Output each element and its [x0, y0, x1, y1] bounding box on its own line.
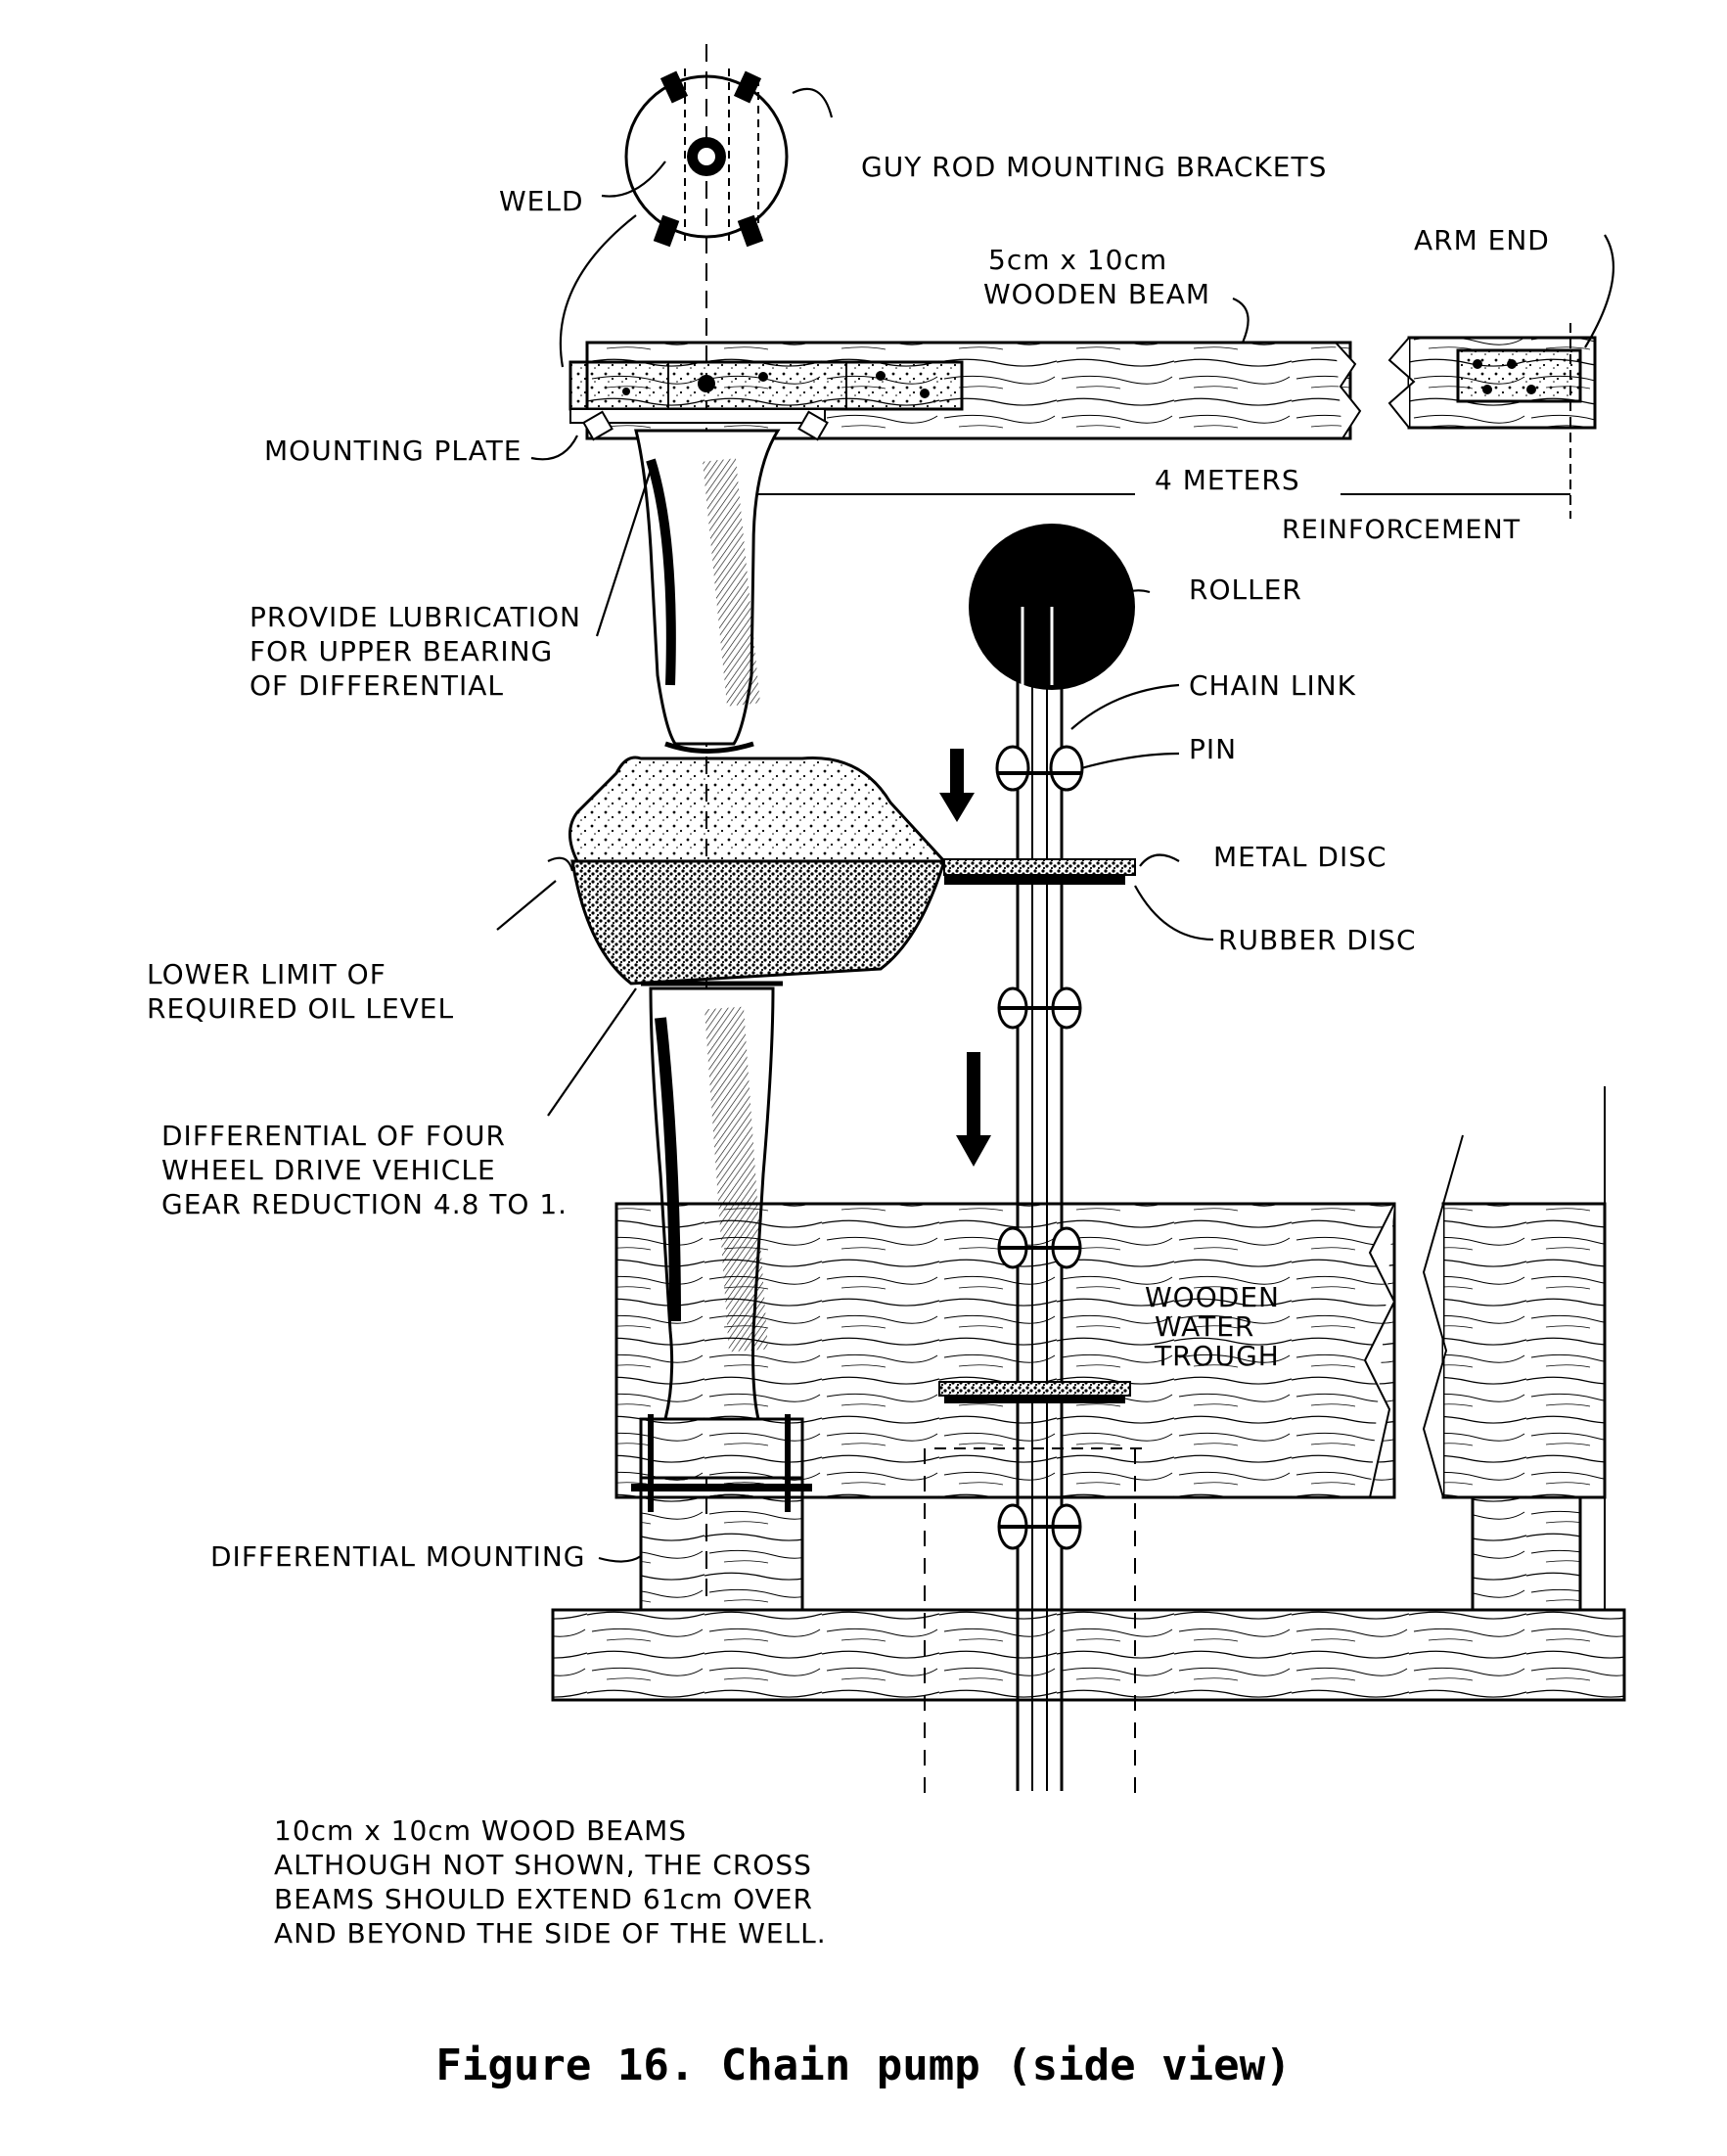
- label-diff-mounting: DIFFERENTIAL MOUNTING: [210, 1540, 585, 1573]
- label-wooden-beam: WOODEN BEAM: [983, 278, 1210, 310]
- label-diff-2: WHEEL DRIVE VEHICLE: [161, 1154, 496, 1186]
- mounting-plate: [568, 360, 964, 441]
- lower-disc: [938, 1381, 1131, 1403]
- arm-end-plate: [1456, 323, 1582, 519]
- downward-arrow-lower: [956, 1052, 991, 1167]
- downward-arrow-upper: [939, 749, 975, 822]
- differential-housing: [568, 756, 948, 986]
- label-trough-3: TROUGH: [1154, 1340, 1280, 1372]
- label-four-meters: 4 METERS: [1155, 464, 1300, 496]
- label-roller: ROLLER: [1189, 573, 1302, 606]
- metal-disc: [943, 858, 1136, 876]
- label-lubrication-2: FOR UPPER BEARING: [250, 635, 553, 667]
- water-trough: [614, 1086, 1607, 1801]
- upper-axle-housing: [634, 429, 781, 754]
- chain-assembly: [995, 597, 1084, 1791]
- label-diff-3: GEAR REDUCTION 4.8 TO 1.: [161, 1188, 568, 1220]
- label-chain-link: CHAIN LINK: [1189, 669, 1356, 702]
- note-line-1: 10cm x 10cm WOOD BEAMS: [274, 1814, 687, 1847]
- label-oil-2: REQUIRED OIL LEVEL: [147, 992, 454, 1025]
- label-rubber-disc: RUBBER DISC: [1218, 924, 1417, 956]
- note-line-4: AND BEYOND THE SIDE OF THE WELL.: [274, 1917, 827, 1950]
- label-lubrication-3: OF DIFFERENTIAL: [250, 669, 504, 702]
- label-diff-1: DIFFERENTIAL OF FOUR: [161, 1120, 506, 1152]
- note-line-2: ALTHOUGH NOT SHOWN, THE CROSS: [274, 1849, 812, 1881]
- label-oil-1: LOWER LIMIT OF: [147, 958, 386, 990]
- label-weld: WELD: [499, 185, 584, 217]
- label-reinforcement: REINFORCEMENT: [1282, 515, 1521, 545]
- label-arm-end: ARM END: [1414, 224, 1550, 256]
- note-line-3: BEAMS SHOULD EXTEND 61cm OVER: [274, 1883, 813, 1915]
- label-pin: PIN: [1189, 733, 1237, 765]
- rubber-disc: [944, 875, 1125, 885]
- label-guy-rod: GUY ROD MOUNTING BRACKETS: [861, 151, 1327, 183]
- label-beam-size: 5cm x 10cm: [988, 244, 1167, 276]
- leader-lines: [496, 87, 1614, 1563]
- label-metal-disc: METAL DISC: [1213, 841, 1387, 873]
- label-trough-1: WOODEN: [1145, 1281, 1280, 1313]
- label-trough-2: WATER: [1155, 1310, 1254, 1343]
- label-lubrication-1: PROVIDE LUBRICATION: [250, 601, 581, 633]
- bottom-cross-beam: [551, 1608, 1626, 1702]
- figure-caption: Figure 16. Chain pump (side view): [435, 2041, 1292, 2090]
- label-mounting-plate: MOUNTING PLATE: [264, 435, 522, 467]
- guy-rod-bracket-assembly: [624, 69, 789, 248]
